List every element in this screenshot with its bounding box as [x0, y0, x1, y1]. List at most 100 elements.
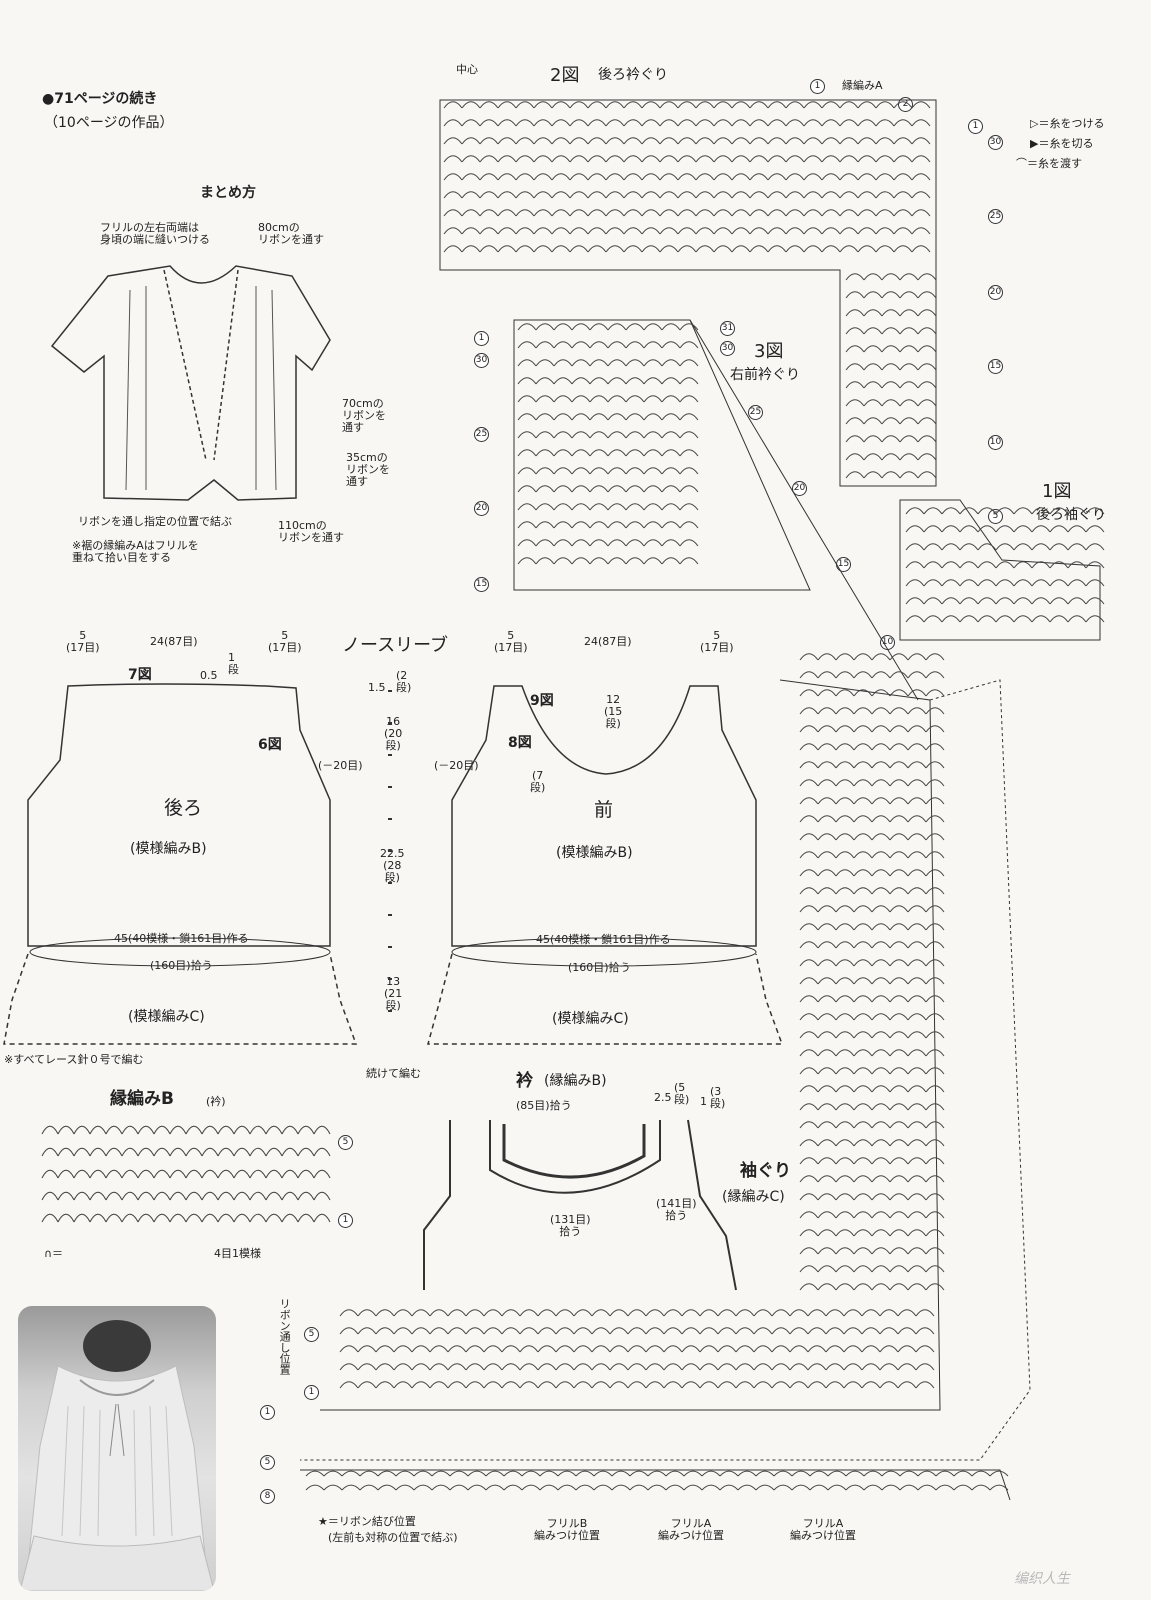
row-number: 1 [260, 1404, 275, 1420]
note-frill: フリルの左右両端は 身頃の端に縫いつける [100, 221, 210, 247]
collar-pick85: (85目)拾う [516, 1099, 572, 1112]
collar-d25-rows: (5 段) [674, 1081, 690, 1107]
row-number: 20 [474, 500, 489, 516]
row-number: 25 [988, 208, 1003, 224]
collar-sub: (縁編みB) [544, 1073, 607, 1089]
dim-back-right: 5 (17目) [268, 629, 302, 655]
back-start-line: 45(40模様・鎖161目)作る [114, 932, 249, 945]
legend-cut: ▶＝糸を切る [1030, 137, 1094, 150]
garment-photo [18, 1306, 216, 1591]
collar-pick131: (131目) 拾う [550, 1213, 591, 1239]
row-number: 8 [260, 1488, 275, 1504]
row-number: 15 [988, 358, 1003, 374]
row-number: 15 [836, 556, 851, 572]
legend-attach: ▷＝糸をつける [1030, 117, 1105, 130]
row-number: 1 [474, 330, 489, 346]
collar-outline [489, 1120, 661, 1194]
row-number: 1 [810, 78, 825, 94]
row-number: 30 [988, 134, 1003, 150]
armhole-sub: (縁編みC) [722, 1189, 785, 1205]
sleeveless-title: ノースリーブ [342, 635, 449, 656]
fig9-label: 9図 [530, 693, 554, 709]
ribbon-position-vertical: リボン通し位置 [278, 1298, 292, 1375]
note-ribbon-35: 35cmの リボンを 通す [346, 451, 390, 489]
row-number: 5 [988, 508, 1003, 524]
dim-back-mid: 24(87目) [150, 635, 198, 648]
armhole-title: 袖ぐり [740, 1161, 791, 1181]
frill-b-position: フリルB 編みつけ位置 [534, 1517, 600, 1543]
continued-heading: ●71ページの続き [42, 91, 158, 107]
row-number: 10 [880, 634, 895, 650]
row-number: 20 [792, 480, 807, 496]
front-label: 前 [594, 799, 614, 821]
dim-back-left: 5 (17目) [66, 629, 100, 655]
note-ribbon-tie: リボンを通し指定の位置で結ぶ [78, 515, 232, 528]
work-reference: （10ページの作品） [44, 115, 174, 131]
front-side-rows: (7 段) [530, 769, 546, 795]
collar-pick141: (141目) 拾う [656, 1197, 697, 1223]
row-number: 30 [720, 340, 735, 356]
center-dim-2rows: (2 段) [396, 669, 412, 695]
front-pattern-c: (模様編みC) [552, 1011, 629, 1027]
chart2-subtitle: 後ろ衿ぐり [598, 67, 668, 83]
edge-b-symbol: ∩＝ [44, 1247, 64, 1260]
assembly-title: まとめ方 [200, 185, 256, 201]
back-label: 後ろ [164, 797, 203, 819]
row-number: 5 [338, 1134, 353, 1150]
back-pickup: (160目)拾う [150, 959, 213, 972]
row-number: 25 [748, 404, 763, 420]
note-hem: ※裾の縁編みAはフリルを 重ねて拾い目をする [72, 539, 199, 565]
star-note-2: (左前も対称の位置で結ぶ) [328, 1531, 458, 1544]
continue-note: 続けて編む [366, 1067, 421, 1080]
edge-b-sub: (衿) [206, 1095, 226, 1108]
row-number: 5 [304, 1326, 319, 1342]
assembly-cardigan [50, 265, 331, 501]
center-dim-225: 22.5 (28 段) [380, 847, 405, 885]
back-pattern-c: (模様編みC) [128, 1009, 205, 1025]
front-neck-depth: 12 (15 段) [604, 693, 623, 731]
row-number: 5 [260, 1454, 275, 1470]
center-dim-16: 16 (20 段) [384, 715, 403, 753]
note-ribbon-70: 70cmの リボンを 通す [342, 397, 386, 435]
chart1-subtitle: 後ろ袖ぐり [1036, 507, 1106, 523]
note-ribbon-110: 110cmの リボンを通す [278, 519, 344, 545]
center-dim-13: 13 (21 段) [384, 975, 403, 1013]
collar-d25: 2.5 [654, 1091, 672, 1104]
center-dim-15: 1.5 [368, 681, 386, 694]
row-number: 30 [474, 352, 489, 368]
hook-note: ※すべてレース針０号で編む [4, 1053, 144, 1066]
back-pattern-b: (模様編みB) [130, 841, 207, 857]
front-pattern-b: (模様編みB) [556, 845, 633, 861]
neck-back-dim: 0.5 [200, 669, 218, 682]
chart2-title: 2図 [550, 65, 580, 86]
star-note: ★＝リボン結び位置 [318, 1515, 416, 1528]
row-number: 1 [338, 1212, 353, 1228]
chart1-title: 1図 [1042, 481, 1072, 502]
frill-a-position-1: フリルA 編みつけ位置 [658, 1517, 724, 1543]
edge-b-repeat: 4目1模様 [214, 1247, 261, 1260]
frill-a-position-2: フリルA 編みつけ位置 [790, 1517, 856, 1543]
chart2-edging: 縁編みA [842, 79, 883, 92]
row-number: 2 [898, 96, 913, 112]
dim-front-mid: 24(87目) [584, 635, 632, 648]
collar-title: 衿 [516, 1071, 533, 1091]
chart3-title: 3図 [754, 341, 784, 362]
collar-d1: 1 [700, 1095, 707, 1108]
edge-b-title: 縁編みB [110, 1089, 174, 1109]
front-pickup: (160目)拾う [568, 961, 631, 974]
fig8-label: 8図 [508, 735, 532, 751]
watermark: 编织人生 [1014, 1571, 1070, 1587]
legend-pass: ⌒＝糸を渡す [1016, 157, 1082, 170]
front-start-line: 45(40模様・鎖161目)作る [536, 933, 671, 946]
minus20-back: (－20目) [318, 759, 363, 772]
chart3-subtitle: 右前衿ぐり [730, 367, 800, 383]
row-number: 20 [988, 284, 1003, 300]
collar-d1-rows: (3 段) [710, 1085, 726, 1111]
fig6-label: 6図 [258, 737, 282, 753]
note-ribbon-80: 80cmの リボンを通す [258, 221, 324, 247]
row-number: 1 [304, 1384, 319, 1400]
row-number: 15 [474, 576, 489, 592]
minus20-front: (－20目) [434, 759, 479, 772]
neck-back-rows: 1 段 [228, 651, 239, 677]
chart2-center: 中心 [456, 63, 478, 76]
